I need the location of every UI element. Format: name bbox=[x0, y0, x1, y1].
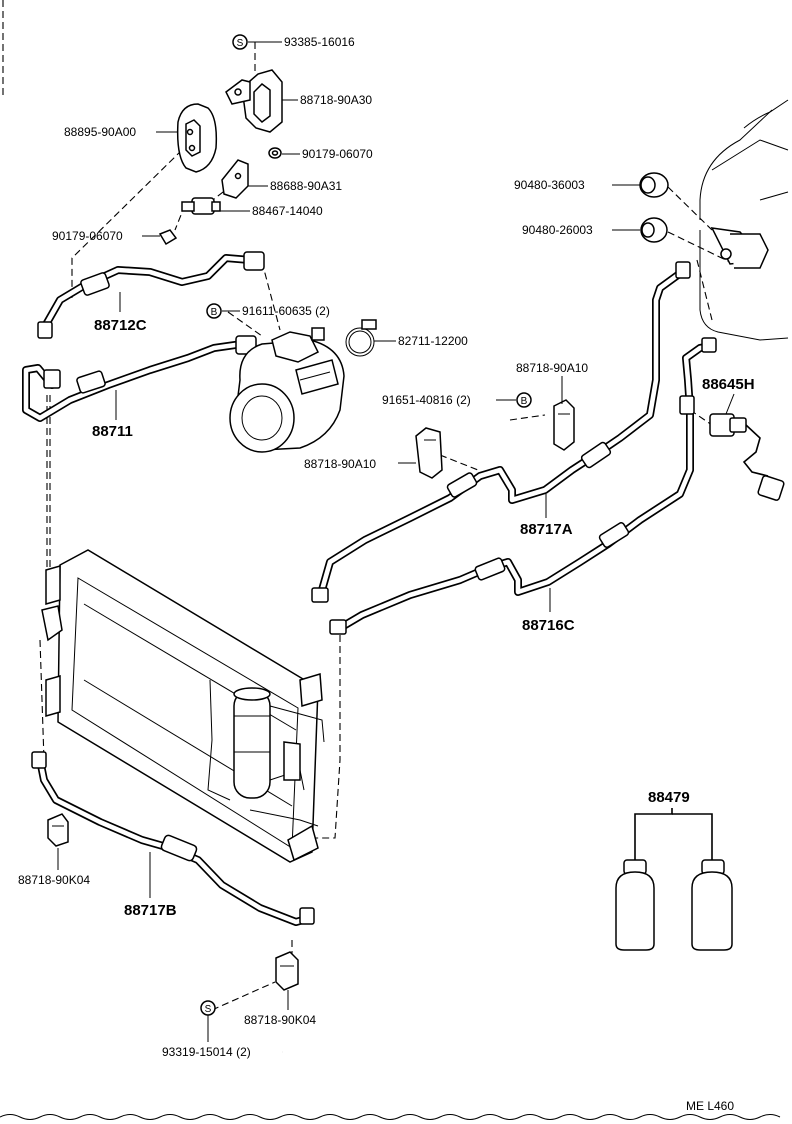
compressor bbox=[229, 327, 345, 453]
leader-lines bbox=[57, 41, 735, 1042]
diagram-code: ME L460 bbox=[686, 1099, 734, 1113]
label-88712C: 88712C bbox=[94, 317, 147, 334]
label-88718-90A30: 88718-90A30 bbox=[300, 93, 372, 107]
label-88895-90A00: 88895-90A00 bbox=[64, 125, 136, 139]
valve-88467-14040 bbox=[181, 197, 221, 215]
grommet-90480-36003 bbox=[639, 172, 669, 198]
label-88645H: 88645H bbox=[702, 376, 755, 393]
label-82711-12200: 82711-12200 bbox=[398, 334, 468, 348]
symbol-b-right: B bbox=[521, 396, 528, 407]
label-90480-26003: 90480-26003 bbox=[522, 223, 593, 237]
bracket-88718-90A10-left bbox=[415, 427, 443, 479]
label-93319-15014: 93319-15014 (2) bbox=[162, 1045, 251, 1059]
pipe-88717B bbox=[31, 751, 315, 926]
hose-88712C bbox=[37, 251, 265, 339]
bracket-88718-90A30 bbox=[225, 69, 283, 133]
pipe-88717A bbox=[311, 261, 691, 603]
bracket-88718-90A10-right bbox=[553, 399, 575, 451]
label-91651-40816: 91651-40816 (2) bbox=[382, 393, 471, 407]
bracket-88688-90A31 bbox=[221, 159, 249, 199]
symbol-s-bottom: S bbox=[205, 1004, 212, 1015]
label-88479: 88479 bbox=[648, 789, 690, 806]
label-88718-90K04-left: 88718-90K04 bbox=[18, 873, 90, 887]
label-88718-90A10-right: 88718-90A10 bbox=[516, 361, 588, 375]
label-90179-06070-top: 90179-06070 bbox=[302, 147, 373, 161]
label-88688-90A31: 88688-90A31 bbox=[270, 179, 342, 193]
bracket-88718-90K04-bottom bbox=[275, 951, 299, 991]
label-90179-06070-left: 90179-06070 bbox=[52, 229, 123, 243]
condenser bbox=[41, 549, 325, 863]
label-90480-36003: 90480-36003 bbox=[514, 178, 585, 192]
pressure-switch-88645H bbox=[709, 413, 785, 501]
part-number-labels: 93385-16016 88718-90A30 88895-90A00 9017… bbox=[18, 35, 755, 1113]
grommet-90179-06070-left bbox=[158, 229, 178, 246]
symbol-s-top: S bbox=[237, 38, 244, 49]
pipe-88716C bbox=[329, 337, 717, 635]
label-88718-90A10-left: 88718-90A10 bbox=[304, 457, 376, 471]
engine-block-outline bbox=[699, 99, 789, 341]
refrigerant-cans-88479 bbox=[615, 808, 733, 951]
label-88718-90K04-bottom: 88718-90K04 bbox=[244, 1013, 316, 1027]
hose-clamp-82711-12200 bbox=[345, 319, 377, 357]
label-93385-16016: 93385-16016 bbox=[284, 35, 355, 49]
symbol-b-left: B bbox=[211, 307, 218, 318]
hose-88711 bbox=[22, 335, 257, 422]
cushion-88895-90A00 bbox=[176, 103, 218, 173]
bracket-88718-90K04-left bbox=[47, 813, 69, 847]
label-91611-60635: 91611-60635 (2) bbox=[242, 304, 330, 318]
grommet-90480-26003 bbox=[640, 217, 668, 243]
grommet-90179-06070-top bbox=[268, 147, 282, 159]
label-88717A: 88717A bbox=[520, 521, 573, 538]
label-88467-14040: 88467-14040 bbox=[252, 204, 323, 218]
symbol-markers: S B B S bbox=[200, 34, 532, 1016]
label-88717B: 88717B bbox=[124, 902, 177, 919]
label-88711: 88711 bbox=[92, 423, 133, 440]
label-88716C: 88716C bbox=[522, 617, 575, 634]
